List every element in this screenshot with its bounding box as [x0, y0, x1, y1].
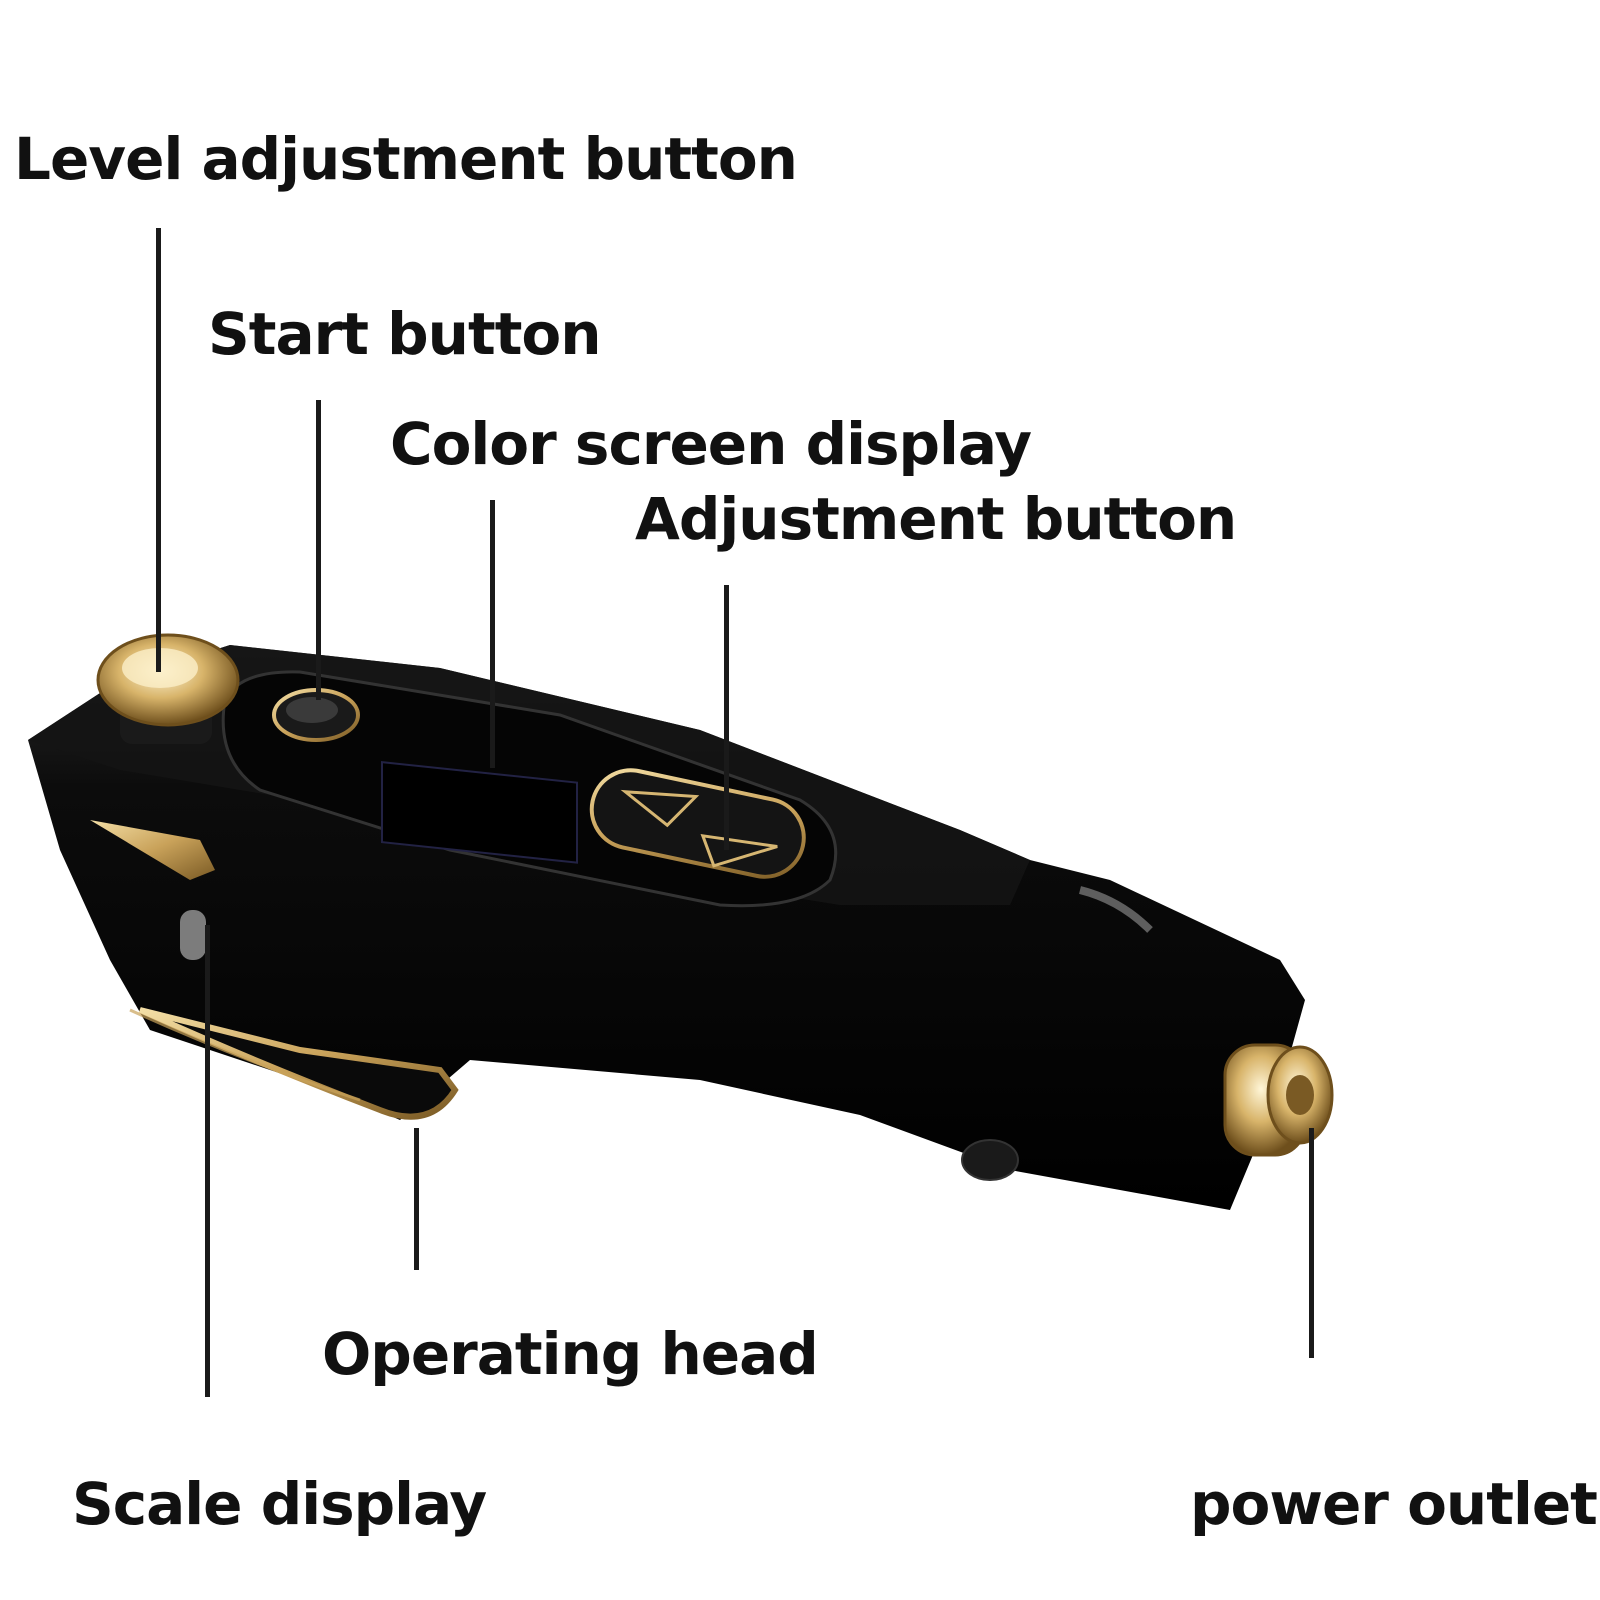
leader-line-adjustment: [724, 585, 729, 850]
gold-accent: [90, 820, 215, 880]
leader-line-color-screen: [490, 500, 495, 768]
scale-window: [180, 910, 206, 960]
leader-line-scale-display: [205, 925, 210, 1397]
arrow-right-icon: [700, 833, 778, 868]
operating-head-shape: [138, 1007, 459, 1120]
leader-line-operating-head: [414, 1128, 419, 1270]
leader-line-level-adjustment: [156, 228, 161, 672]
leader-line-start: [316, 400, 321, 700]
leader-line-power-outlet: [1309, 1128, 1314, 1358]
label-color-screen-display: Color screen display: [390, 410, 1032, 478]
arrow-left-icon: [620, 789, 700, 828]
label-level-adjustment-button: Level adjustment button: [14, 125, 798, 193]
label-start-button: Start button: [208, 300, 602, 368]
label-adjustment-button: Adjustment button: [635, 485, 1237, 553]
label-scale-display: Scale display: [72, 1470, 487, 1538]
adjustment-button-shape: [589, 768, 806, 879]
color-screen: [381, 761, 578, 864]
label-power-outlet: power outlet: [1190, 1470, 1598, 1538]
label-operating-head: Operating head: [322, 1320, 819, 1388]
